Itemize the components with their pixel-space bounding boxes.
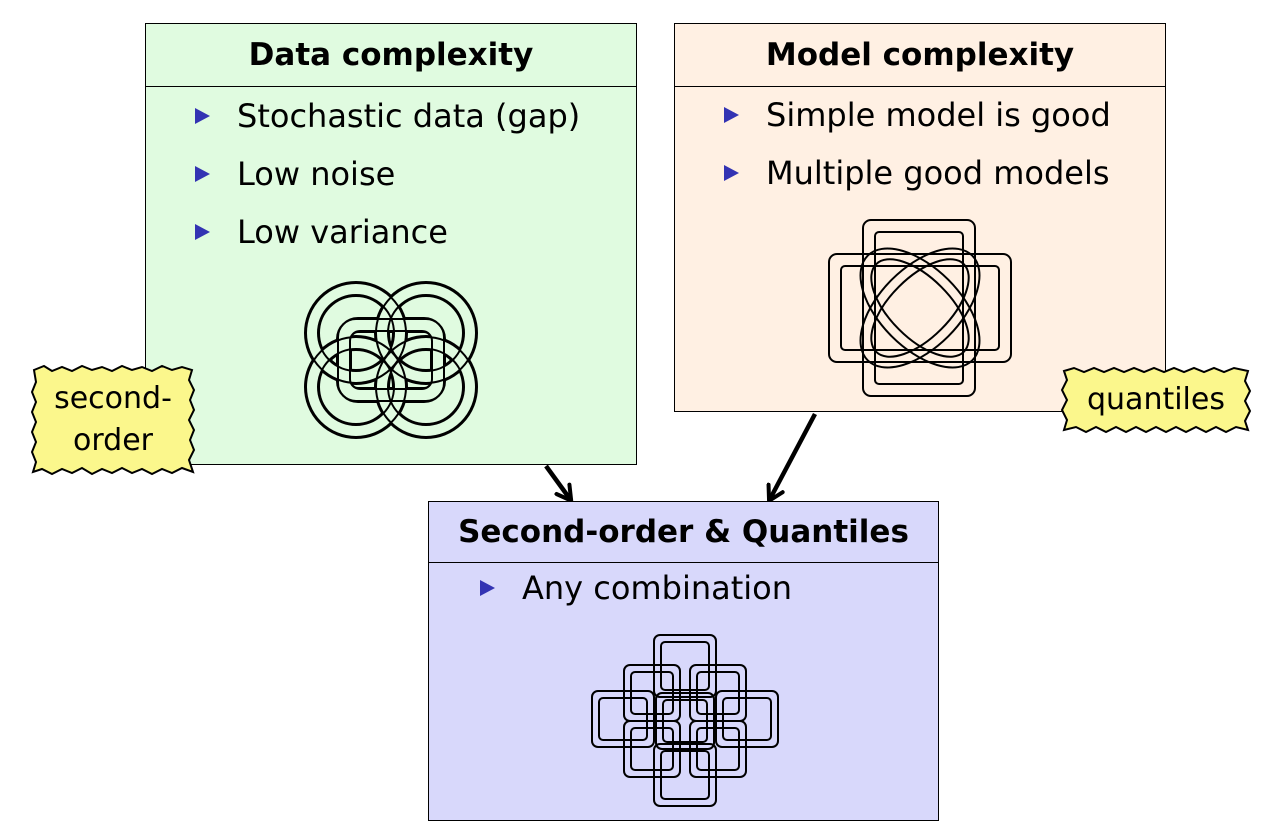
model-complexity-title: Model complexity: [675, 24, 1165, 87]
celtic-square-knot-icon: [828, 219, 1012, 397]
second-order-note: second-order: [30, 364, 196, 476]
arrow-data-to-combo: [544, 464, 574, 503]
celtic-ring-knot-icon: [304, 281, 478, 439]
second-order-quantiles-box: Second-order & Quantiles Any combination: [428, 501, 939, 821]
list-item: Simple model is good: [724, 86, 1111, 144]
celtic-chain-knot-icon: [591, 634, 779, 807]
list-item: Stochastic data (gap): [195, 87, 580, 145]
list-item: Any combination: [480, 559, 792, 617]
bullet-triangle-icon: [195, 166, 210, 182]
list-item: Multiple good models: [724, 144, 1111, 202]
model-complexity-box: Model complexity Simple model is good Mu…: [674, 23, 1166, 412]
arrow-model-to-combo: [766, 412, 817, 503]
list-item: Low variance: [195, 203, 580, 261]
jagged-note-shape: [30, 364, 196, 476]
jagged-note-shape: [1060, 366, 1252, 434]
list-item: Low noise: [195, 145, 580, 203]
model-complexity-list: Simple model is good Multiple good model…: [724, 86, 1111, 202]
data-complexity-list: Stochastic data (gap) Low noise Low vari…: [195, 87, 580, 261]
bullet-triangle-icon: [724, 165, 739, 181]
bullet-triangle-icon: [195, 108, 210, 124]
data-complexity-title: Data complexity: [146, 24, 636, 87]
second-order-quantiles-list: Any combination: [480, 559, 792, 617]
data-complexity-box: Data complexity Stochastic data (gap) Lo…: [145, 23, 637, 465]
bullet-triangle-icon: [724, 107, 739, 123]
bullet-triangle-icon: [480, 580, 495, 596]
bullet-triangle-icon: [195, 224, 210, 240]
second-order-quantiles-title: Second-order & Quantiles: [429, 502, 938, 563]
quantiles-note: quantiles: [1060, 366, 1252, 434]
